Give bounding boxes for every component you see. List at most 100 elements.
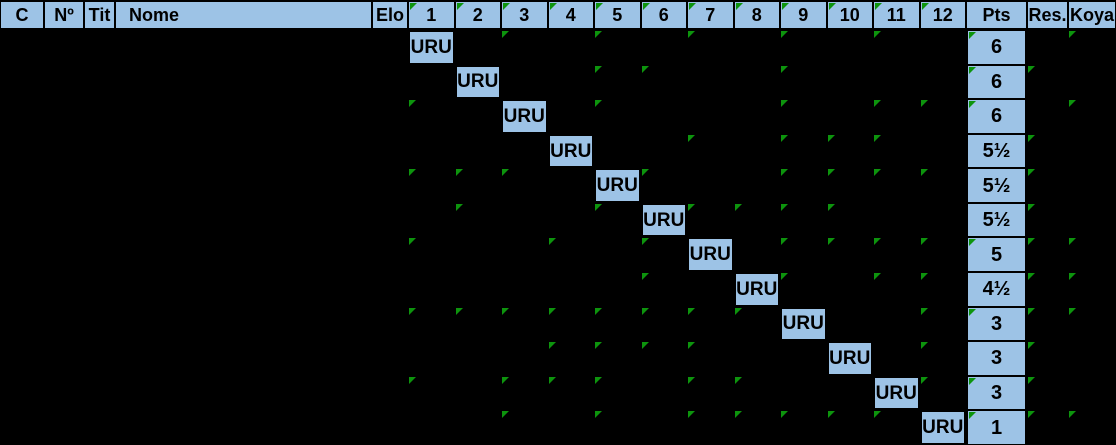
round-cell-r5-c2[interactable] [455,168,502,203]
round-cell-r11-c7[interactable] [687,376,734,411]
round-cell-r8-c9[interactable] [780,272,827,307]
nome-cell-r10[interactable] [115,341,372,376]
round-cell-r11-c6[interactable] [641,376,688,411]
round-cell-r8-c3[interactable] [501,272,548,307]
header-cell-no[interactable]: Nº [44,0,84,30]
round-cell-r4-c8[interactable] [734,134,781,169]
elo-cell-r6[interactable] [372,203,408,238]
round-cell-r1-c6[interactable] [641,30,688,65]
round-cell-r5-c8[interactable] [734,168,781,203]
no-cell-r9[interactable] [44,307,84,342]
round-cell-r3-c10[interactable] [827,99,874,134]
c-cell-r3[interactable] [0,99,44,134]
no-cell-r5[interactable] [44,168,84,203]
round-cell-r9-c8[interactable] [734,307,781,342]
elo-cell-r4[interactable] [372,134,408,169]
header-cell-nome[interactable]: Nome [115,0,372,30]
tit-cell-r9[interactable] [84,307,115,342]
round-cell-r9-c12[interactable] [920,307,967,342]
round-cell-r4-c2[interactable] [455,134,502,169]
round-cell-r11-c2[interactable] [455,376,502,411]
round-cell-r5-c12[interactable] [920,168,967,203]
c-cell-r12[interactable] [0,410,44,445]
round-cell-r11-c10[interactable] [827,376,874,411]
header-cell-pts[interactable]: Pts [966,0,1027,30]
round-cell-r10-c3[interactable] [501,341,548,376]
round-cell-r5-c10[interactable] [827,168,874,203]
round-cell-r12-c5[interactable] [594,410,641,445]
no-cell-r3[interactable] [44,99,84,134]
round-cell-r6-c10[interactable] [827,203,874,238]
round-cell-r4-c9[interactable] [780,134,827,169]
header-cell-r9[interactable]: 9 [780,0,827,30]
res-cell-r7[interactable] [1027,237,1068,272]
round-cell-r6-c12[interactable] [920,203,967,238]
header-cell-r8[interactable]: 8 [733,0,780,30]
pts-cell-r5[interactable]: 5½ [966,168,1027,203]
pts-cell-r9[interactable]: 3 [966,306,1027,342]
c-cell-r7[interactable] [0,237,44,272]
koya-cell-r6[interactable] [1068,203,1116,238]
nome-cell-r12[interactable] [115,410,372,445]
no-cell-r7[interactable] [44,237,84,272]
c-cell-r11[interactable] [0,376,44,411]
round-cell-r2-c10[interactable] [827,65,874,100]
pts-cell-r11[interactable]: 3 [966,375,1027,411]
round-cell-r2-c12[interactable] [920,65,967,100]
round-cell-r1-c2[interactable] [455,30,502,65]
header-cell-c[interactable]: C [0,0,44,30]
round-cell-r5-c1[interactable] [408,168,455,203]
elo-cell-r8[interactable] [372,272,408,307]
round-cell-r12-c9[interactable] [780,410,827,445]
round-cell-r4-c11[interactable] [873,134,920,169]
koya-cell-r12[interactable] [1068,410,1116,445]
round-cell-r8-c11[interactable] [873,272,920,307]
tit-cell-r1[interactable] [84,30,115,65]
diagonal-cell-r4[interactable]: URU [547,133,594,169]
diagonal-cell-r12[interactable]: URU [919,410,966,445]
round-cell-r7-c4[interactable] [548,237,595,272]
pts-cell-r1[interactable]: 6 [966,30,1027,65]
res-cell-r2[interactable] [1027,65,1068,100]
round-cell-r1-c10[interactable] [827,30,874,65]
round-cell-r9-c5[interactable] [594,307,641,342]
res-cell-r8[interactable] [1027,272,1068,307]
header-cell-r7[interactable]: 7 [687,0,734,30]
pts-cell-r2[interactable]: 6 [966,64,1027,100]
round-cell-r10-c4[interactable] [548,341,595,376]
nome-cell-r7[interactable] [115,237,372,272]
no-cell-r11[interactable] [44,376,84,411]
no-cell-r10[interactable] [44,341,84,376]
header-cell-koya[interactable]: Koya [1068,0,1116,30]
elo-cell-r7[interactable] [372,237,408,272]
koya-cell-r8[interactable] [1068,272,1116,307]
elo-cell-r12[interactable] [372,410,408,445]
round-cell-r11-c5[interactable] [594,376,641,411]
round-cell-r12-c1[interactable] [408,410,455,445]
round-cell-r4-c5[interactable] [594,134,641,169]
round-cell-r6-c3[interactable] [501,203,548,238]
header-cell-r10[interactable]: 10 [826,0,873,30]
diagonal-cell-r2[interactable]: URU [454,64,501,100]
round-cell-r1-c12[interactable] [920,30,967,65]
round-cell-r1-c3[interactable] [501,30,548,65]
header-cell-r2[interactable]: 2 [454,0,501,30]
nome-cell-r1[interactable] [115,30,372,65]
round-cell-r7-c3[interactable] [501,237,548,272]
c-cell-r4[interactable] [0,134,44,169]
koya-cell-r2[interactable] [1068,65,1116,100]
round-cell-r5-c6[interactable] [641,168,688,203]
header-cell-r1[interactable]: 1 [408,0,455,30]
round-cell-r3-c2[interactable] [455,99,502,134]
tit-cell-r6[interactable] [84,203,115,238]
koya-cell-r7[interactable] [1068,237,1116,272]
diagonal-cell-r1[interactable]: URU [408,30,455,65]
round-cell-r10-c8[interactable] [734,341,781,376]
round-cell-r7-c12[interactable] [920,237,967,272]
nome-cell-r5[interactable] [115,168,372,203]
koya-cell-r4[interactable] [1068,134,1116,169]
tit-cell-r5[interactable] [84,168,115,203]
round-cell-r7-c1[interactable] [408,237,455,272]
round-cell-r5-c7[interactable] [687,168,734,203]
round-cell-r7-c2[interactable] [455,237,502,272]
